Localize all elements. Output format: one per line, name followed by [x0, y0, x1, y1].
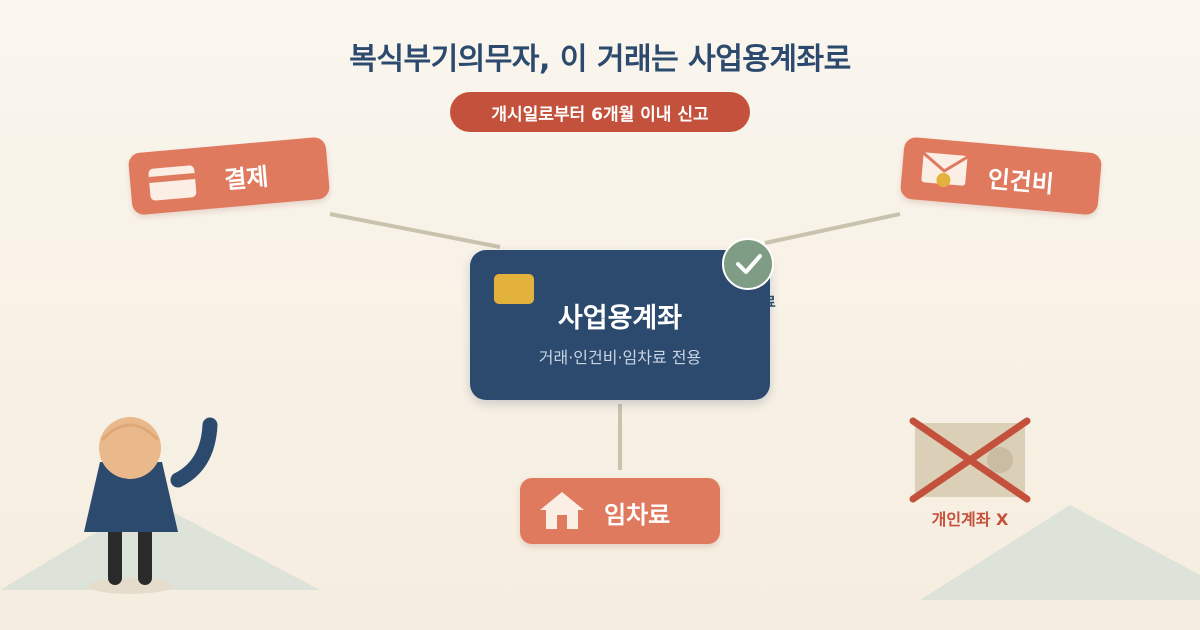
banknote-crossed-icon [909, 417, 1031, 503]
connector-line-payment [329, 212, 501, 249]
completion-badge [722, 238, 774, 290]
check-icon [736, 254, 762, 274]
right-mountain [920, 505, 1200, 600]
page-title: 복식부기의무자, 이 거래는 사업용계좌로 [349, 42, 851, 77]
branch-label-payment: 결제 [223, 162, 270, 195]
branch-tag-rent: 임차료 [520, 478, 720, 544]
card-subtitle: 거래·인건비·임차료 전용 [538, 348, 702, 367]
card-chip-icon [494, 274, 534, 304]
branch-tag-payment: 결제 [127, 136, 331, 216]
branch-tag-labor: 인건비 [899, 136, 1103, 216]
connector-line-labor [764, 212, 901, 245]
house-icon [540, 492, 584, 529]
branch-label-rent: 임차료 [604, 501, 671, 529]
person-illustration [84, 417, 218, 594]
envelope-icon [921, 152, 969, 187]
left-mountain [0, 500, 320, 590]
deadline-pill: 개시일로부터 6개월 이내 신고 [450, 92, 750, 132]
personal-account-label: 개인계좌 X [931, 510, 1009, 529]
branch-label-labor: 인건비 [986, 164, 1055, 199]
card-title: 사업용계좌 [557, 303, 683, 334]
credit-card-icon [148, 165, 197, 201]
business-account-card: 사업용계좌 거래·인건비·임차료 전용 [470, 250, 770, 400]
completion-label: 신고완료 [724, 295, 776, 311]
